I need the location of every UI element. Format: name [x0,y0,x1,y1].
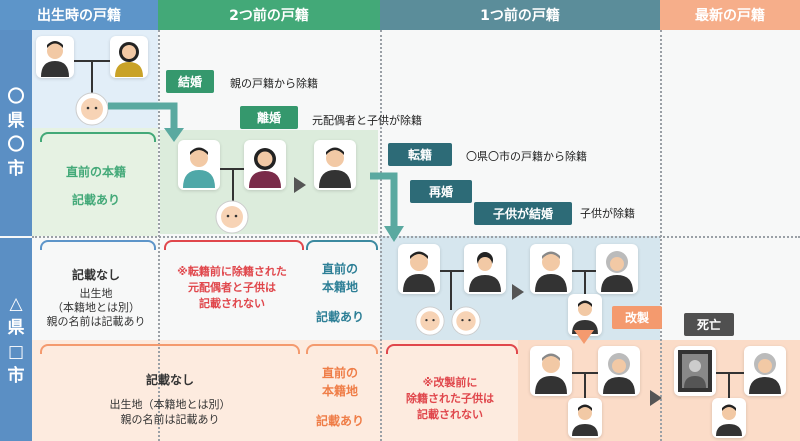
brace-middle-col2 [164,240,304,250]
brace-bottom-col2 [306,344,378,354]
zone-top-left-green [32,128,158,236]
note-marriage: 親の戸籍から除籍 [230,77,318,90]
tag-death: 死亡 [684,313,734,336]
child-final-card [712,398,746,438]
tag-remarriage: 再婚 [410,180,472,203]
header-two-before-register: 2つ前の戸籍 [158,0,380,30]
husband-after-divorce-card [314,140,356,190]
bottom-col3-line3: 記載されない [417,408,483,421]
middle-col1-line4: 親の名前は記載あり [46,315,146,328]
divider-col-1 [158,30,160,441]
flow-arrow-marriage [108,100,184,145]
arrow-divorce [294,177,306,193]
child-icon-two-before [214,200,250,238]
child-line-latest [584,372,586,400]
flow-arrow-transfer [370,170,410,244]
middle-col3-line2: 本籍地 [321,280,358,294]
arrow-death [650,390,662,406]
divider-col-2 [380,30,382,441]
bottom-col2-line3: 記載あり [315,414,364,428]
brace-bottom-col1 [40,344,300,354]
couple-line-one-before [440,270,464,272]
bottom-col1-line1: 記載なし [145,373,194,387]
child-line-one-before [450,270,452,310]
row-label-top: 〇県 〇市 [0,30,32,236]
flow-arrow-revision [572,330,596,346]
divider-col-3 [660,30,662,441]
middle-col2-line1: ※転籍前に除籍された [177,265,287,278]
brace-middle-col3 [306,240,378,250]
ex-wife-card [244,140,286,190]
deceased-portrait-card [674,346,716,396]
brace-middle-col1 [40,240,156,250]
arrow-child-marriage [512,284,524,300]
wife-older-card [596,244,638,294]
widow-card [744,346,786,396]
wife-latest-card [598,346,640,396]
husband-card [178,140,220,190]
brace-top-left [40,132,156,142]
twin-child-2-icon [450,306,482,340]
row-label-bottom: △県 □市 [0,238,32,441]
husband-latest-card [530,346,572,396]
baby-icon [74,92,110,130]
tag-divorce: 離婚 [240,106,298,129]
middle-col1-line3: （本籍地とは別） [52,301,140,314]
middle-col1-line1: 記載なし [71,268,120,282]
child-line-final [728,372,730,400]
parents-child-line [91,60,93,94]
bottom-col1-line2: 出生地（本籍地とは別） [109,398,231,411]
note-child-marriage: 子供が除籍 [580,207,635,220]
header-birth-register: 出生時の戸籍 [0,0,158,30]
tag-marriage: 結婚 [166,70,214,93]
note-transfer: 〇県〇市の戸籍から除籍 [466,150,587,163]
middle-col1-line2: 出生地 [79,287,113,300]
direct-registry-label: 直前の本籍 [65,165,126,179]
tag-transfer: 転籍 [388,143,452,166]
new-wife-card [464,244,506,294]
child-line-two-before [232,168,234,204]
husband-older-card [530,244,572,294]
husband-card-one-before [398,244,440,294]
brace-bottom-col3 [386,344,518,354]
bottom-col1-line3: 親の名前は記載あり [120,413,220,426]
child-line-one-before-older [584,270,586,296]
remaining-child-card [568,294,602,336]
mother-card [110,36,148,78]
child-latest-card [568,398,602,438]
note-divorce: 元配偶者と子供が除籍 [312,114,422,127]
tag-child-marriage: 子供が結婚 [474,202,572,225]
middle-col3-line3: 記載あり [315,310,364,324]
header-latest-register: 最新の戸籍 [660,0,800,30]
recorded-label: 記載あり [71,193,120,207]
bottom-col2-line1: 直前の [321,366,358,380]
middle-col2-line3: 記載されない [199,297,265,310]
bottom-col3-line2: 除籍された子供は [406,392,494,405]
bottom-col2-line2: 本籍地 [321,384,358,398]
zone-bottom-orange [32,340,520,441]
middle-col3-line1: 直前の [321,262,358,276]
divider-row-middle [32,236,800,238]
bottom-col3-line1: ※改製前に [422,376,478,389]
couple-line-final [716,372,744,374]
middle-col2-line2: 元配偶者と子供は [188,281,276,294]
tag-revision: 改製 [612,306,662,329]
header-one-before-register: 1つ前の戸籍 [380,0,660,30]
father-card [36,36,74,78]
twin-child-1-icon [414,306,446,340]
